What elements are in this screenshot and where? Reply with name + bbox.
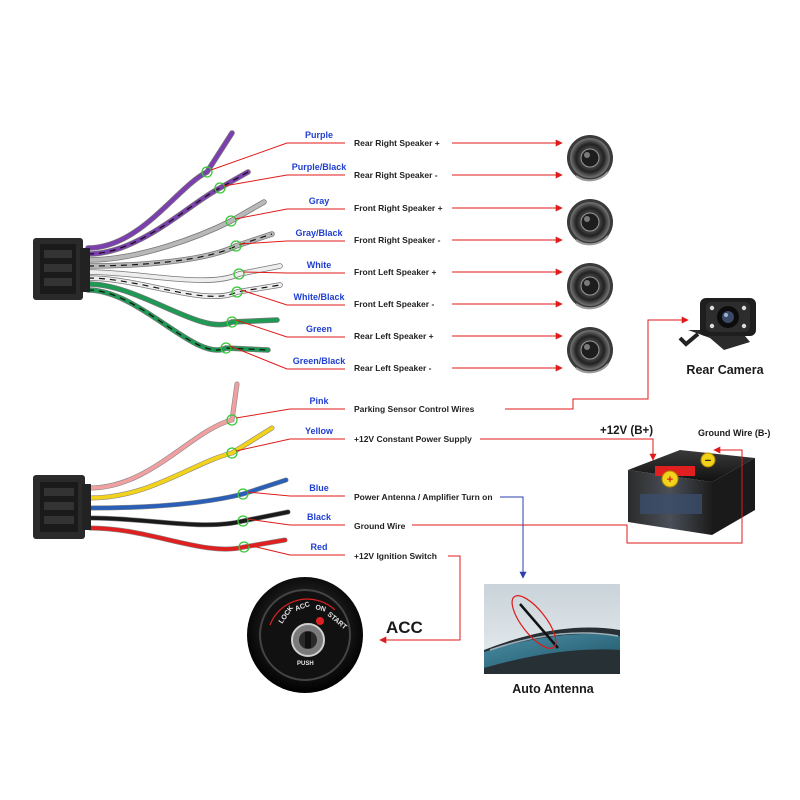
car-battery-image: + −: [628, 450, 755, 535]
upper-wire-leader-6: [235, 319, 345, 338]
upper-wire-name-4: White: [307, 260, 332, 270]
upper-wire-leader-4: [242, 271, 345, 274]
upper-wire-leader-3: [239, 240, 345, 245]
upper-wire-desc-1: Rear Right Speaker -: [354, 170, 438, 180]
upper-wire-desc-2: Front Right Speaker +: [354, 203, 443, 213]
lower-wire-outline-1: [87, 425, 275, 501]
speaker-icon-1: [567, 199, 613, 246]
upper-wire-leader-0: [210, 142, 345, 171]
lower-wire-outline-0: [87, 381, 240, 491]
lower-wire-joint-ring-1: [226, 447, 238, 459]
lower-wire-name-3: Black: [307, 512, 332, 522]
lower-wire-leader-1: [235, 438, 345, 452]
upper-wire-joint-ring-3: [230, 240, 242, 252]
upper-wire-desc-4: Front Left Speaker +: [354, 267, 436, 277]
lower-wire-desc-4: +12V Ignition Switch: [354, 551, 437, 561]
speaker-icon-3: [567, 327, 613, 374]
upper-wire-name-1: Purple/Black: [292, 162, 348, 172]
lower-wire-desc-1: +12V Constant Power Supply: [354, 434, 472, 444]
acc-label: ACC: [386, 618, 423, 637]
lower-wire-0: [88, 382, 239, 490]
rear-camera-label: Rear Camera: [686, 363, 764, 377]
upper-wire-name-6: Green: [306, 324, 332, 334]
upper-wire-joint-ring-4: [233, 268, 245, 280]
ignition-switch-image: [247, 577, 363, 693]
auto-antenna-image: [484, 584, 620, 674]
lower-wire-name-0: Pink: [309, 396, 329, 406]
upper-wire-name-3: Gray/Black: [295, 228, 343, 238]
lower-wire-4: [88, 526, 287, 551]
upper-wire-name-2: Gray: [309, 196, 330, 206]
upper-wire-bundle: [85, 130, 283, 354]
upper-wire-joint-ring-0: [201, 166, 213, 178]
lower-wire-joint-ring-0: [226, 414, 238, 426]
upper-wire-joint-ring-1: [214, 182, 226, 194]
svg-text:+: +: [667, 474, 673, 486]
lower-wire-1: [88, 426, 274, 500]
lower-wire-joint-ring-2: [237, 488, 249, 500]
lower-wire-leader-0: [235, 408, 345, 419]
lower-wire-leader-3: [246, 518, 345, 526]
upper-wire-desc-3: Front Right Speaker -: [354, 235, 441, 245]
upper-wire-leader-1: [223, 174, 345, 187]
lower-wire-joint-ring-4: [238, 541, 250, 553]
upper-wire-stripe-7: [87, 289, 269, 351]
lower-wire-bundle: [87, 381, 291, 553]
rear-camera-image: [678, 298, 756, 350]
ignition-on-text: ON: [314, 604, 326, 613]
ignition-acc-text: ACC: [294, 601, 311, 613]
upper-wire-desc-7: Rear Left Speaker -: [354, 363, 432, 373]
upper-connector: [33, 238, 90, 300]
speaker-icon-2: [567, 263, 613, 310]
lower-connector: [33, 475, 91, 539]
lower-wire-2: [88, 478, 288, 510]
upper-wire-joint-ring-7: [220, 342, 232, 354]
lower-wire-desc-2: Power Antenna / Amplifier Turn on: [354, 492, 493, 502]
lower-wire-desc-0: Parking Sensor Control Wires: [354, 404, 475, 414]
upper-wire-desc-5: Front Left Speaker -: [354, 299, 434, 309]
upper-wire-desc-6: Rear Left Speaker +: [354, 331, 434, 341]
lower-wire-leader-2: [246, 491, 345, 497]
lower-wire-name-1: Yellow: [305, 426, 334, 436]
auto-antenna-label: Auto Antenna: [512, 682, 595, 696]
lower-wire-desc-3: Ground Wire: [354, 521, 406, 531]
battery-positive-label: +12V (B+): [600, 425, 653, 437]
battery-ground-label: Ground Wire (B-): [698, 428, 770, 438]
lower-wire-name-2: Blue: [309, 483, 329, 493]
upper-wire-joint-ring-6: [226, 316, 238, 328]
upper-wire-name-5: White/Black: [293, 292, 345, 302]
lower-wire-joint-ring-3: [237, 515, 249, 527]
lower-wire-leader-4: [247, 544, 345, 556]
upper-wire-leader-7: [229, 345, 345, 370]
upper-wire-name-0: Purple: [305, 130, 333, 140]
lower-wire-3: [88, 510, 290, 527]
component-routing-lines: [379, 316, 743, 644]
upper-wire-leader-2: [234, 208, 345, 220]
ignition-push-text: PUSH: [297, 661, 314, 667]
upper-wire-joint-ring-5: [231, 286, 243, 298]
upper-wire-joint-ring-2: [225, 215, 237, 227]
upper-wire-leader-5: [240, 289, 345, 306]
upper-wire-desc-0: Rear Right Speaker +: [354, 138, 440, 148]
speaker-icon-0: [567, 135, 613, 182]
upper-wire-name-7: Green/Black: [293, 356, 347, 366]
svg-text:−: −: [705, 455, 711, 467]
lower-wire-name-4: Red: [310, 542, 327, 552]
